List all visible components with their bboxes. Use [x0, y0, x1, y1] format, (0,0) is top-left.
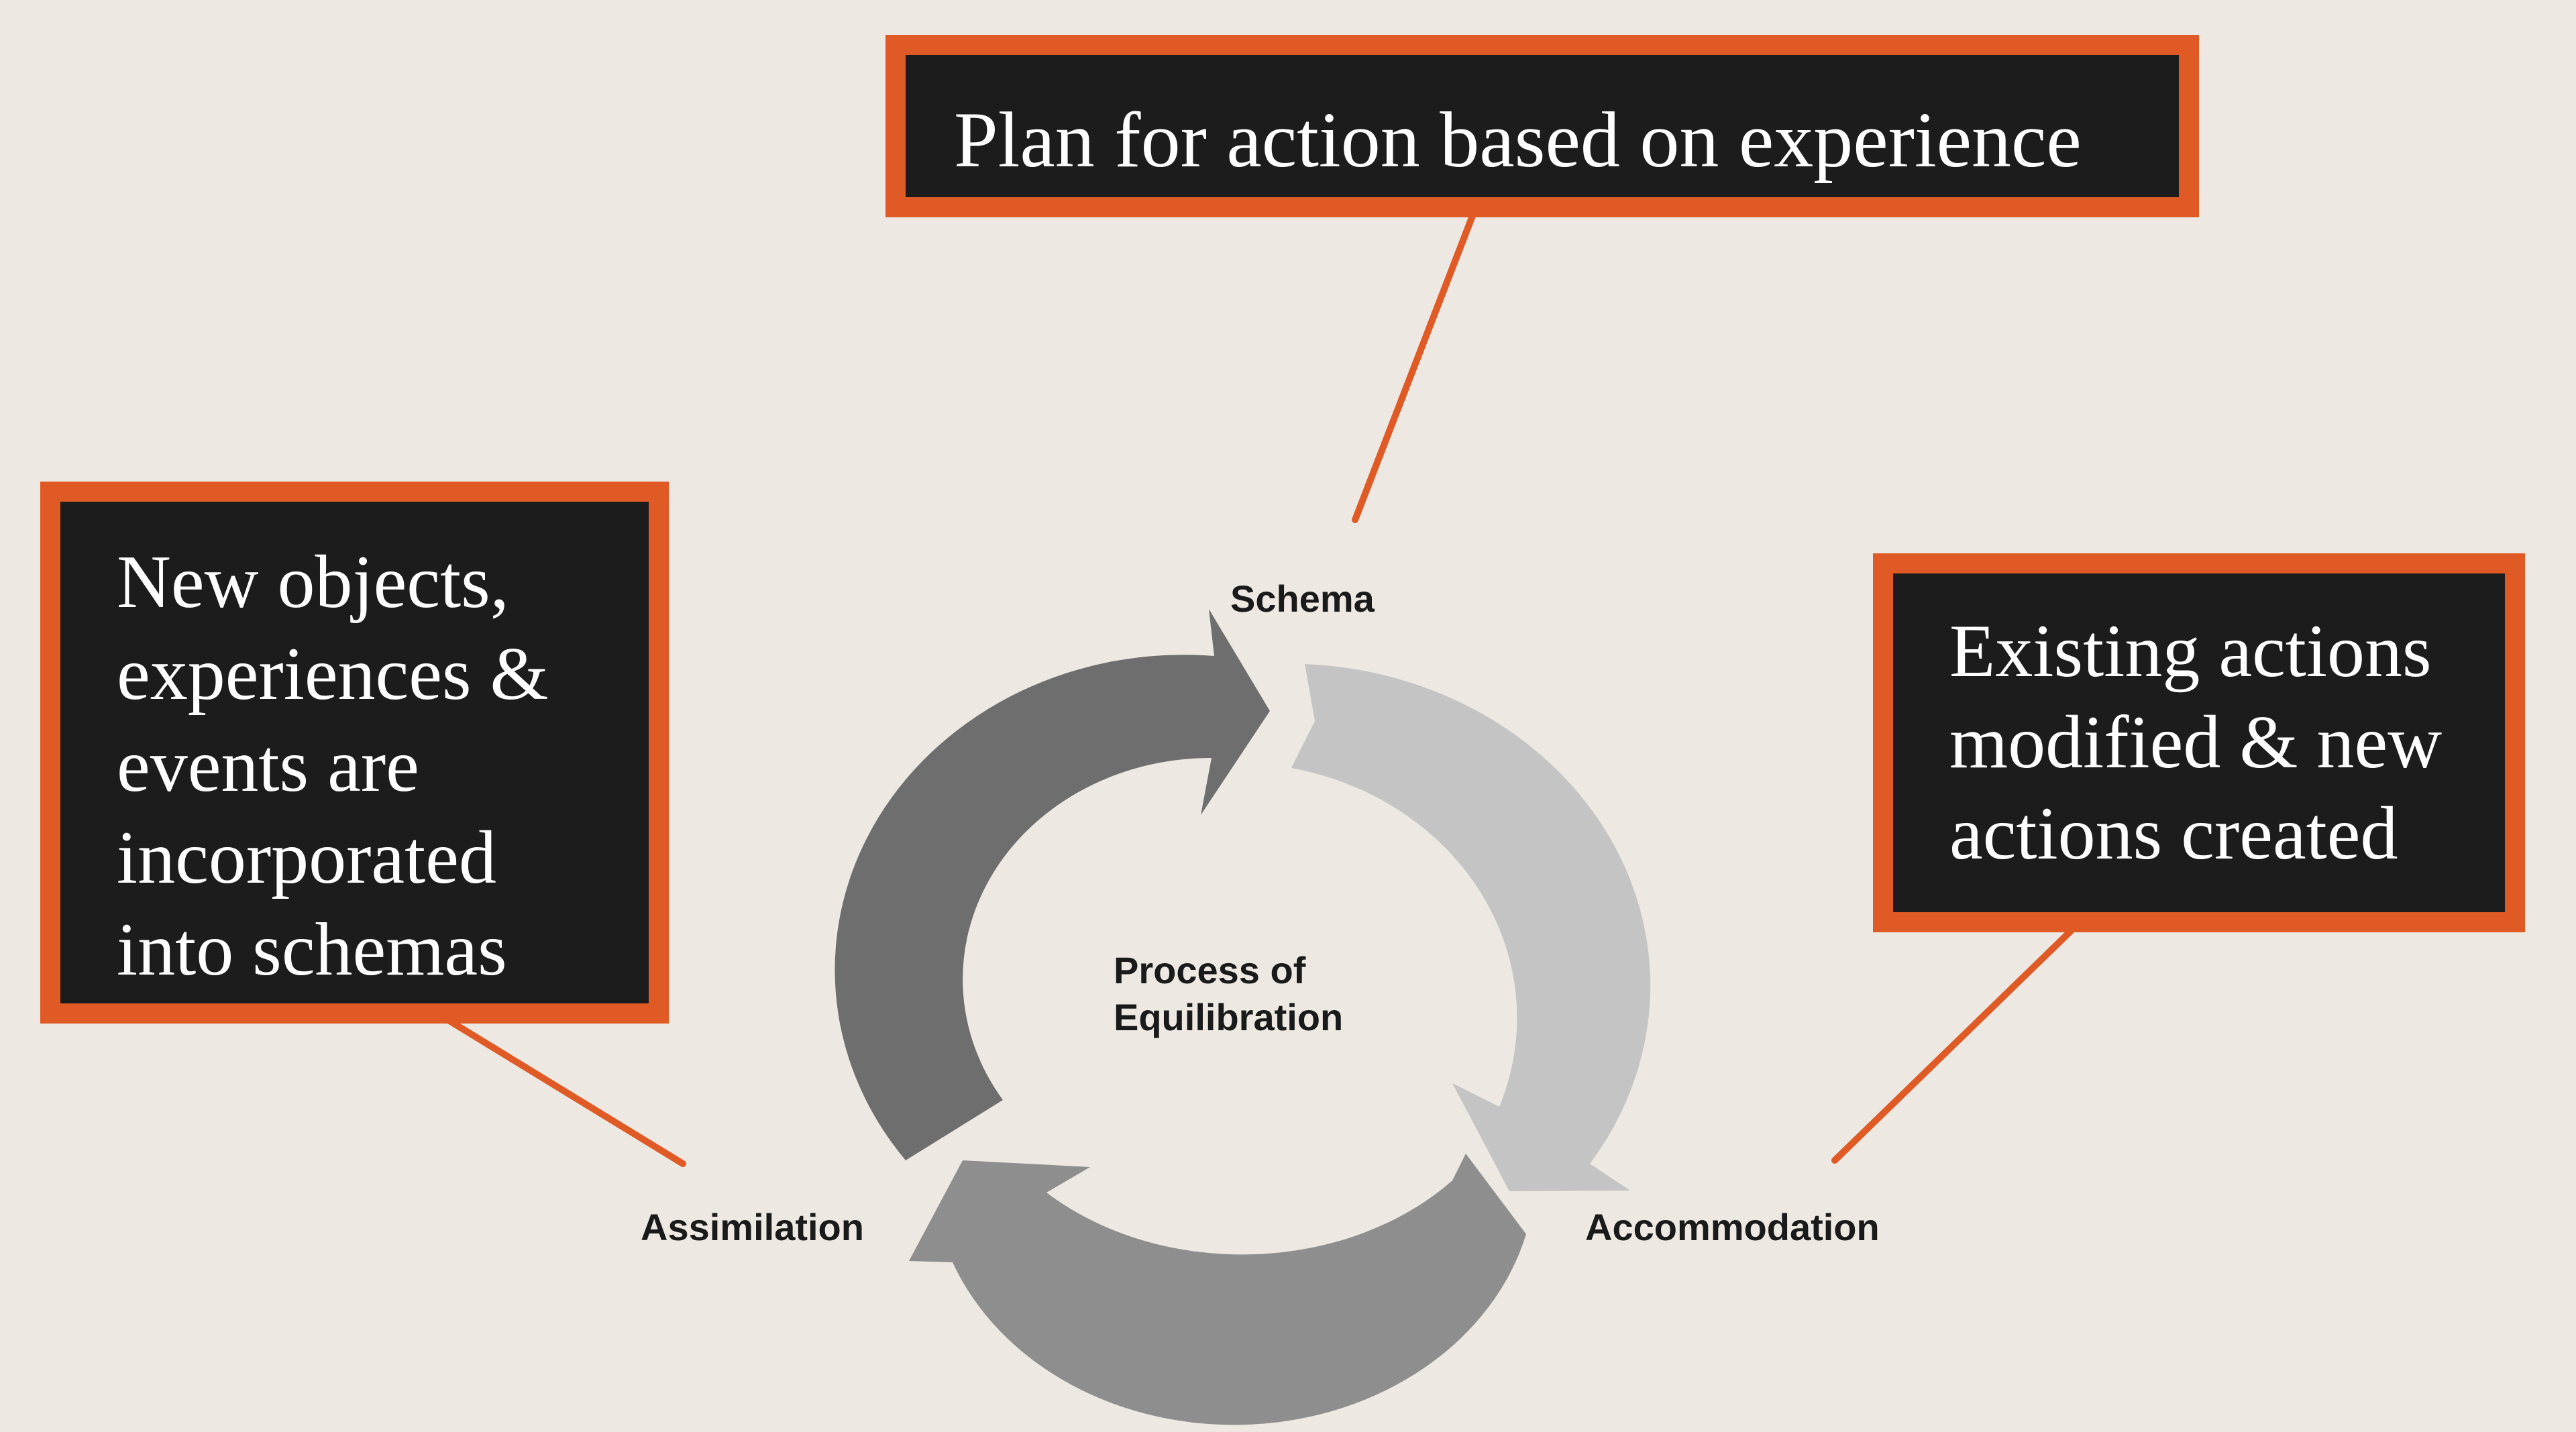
arrow-assimilation-to-schema — [835, 609, 1270, 1160]
connector-top — [1352, 213, 1476, 523]
callout-schema-definition: Plan for action based on experience — [885, 35, 2199, 217]
arrow-accommodation-to-assimilation — [909, 1154, 1526, 1425]
callout-assimilation-line-2: experiences & — [117, 632, 549, 716]
callout-accommodation-line-3: actions created — [1949, 792, 2398, 875]
callout-assimilation-line-1: New objects, — [117, 541, 509, 624]
center-label-line-2: Equilibration — [1114, 996, 1344, 1038]
callout-accommodation-definition: Existing actions modified & new actions … — [1873, 553, 2525, 932]
stage-label-accommodation: Accommodation — [1585, 1206, 1880, 1248]
connector-left — [446, 1017, 686, 1167]
callout-assimilation-line-5: into schemas — [117, 908, 507, 991]
center-label: Process of Equilibration — [1114, 947, 1343, 1041]
callout-assimilation-line-4: incorporated — [117, 816, 496, 899]
callout-accommodation-line-1: Existing actions — [1949, 610, 2432, 693]
center-label-line-1: Process of — [1114, 949, 1306, 991]
callout-accommodation-line-2: modified & new — [1949, 701, 2443, 784]
arrow-schema-to-accommodation — [1291, 664, 1651, 1191]
callout-schema-text: Plan for action based on experience — [954, 96, 2082, 184]
stage-label-assimilation: Assimilation — [641, 1206, 864, 1248]
stage-label-schema: Schema — [1230, 577, 1375, 620]
callout-assimilation-line-3: events are — [117, 724, 419, 808]
connector-right — [1831, 928, 2074, 1164]
callout-assimilation-definition: New objects, experiences & events are in… — [40, 482, 669, 1024]
